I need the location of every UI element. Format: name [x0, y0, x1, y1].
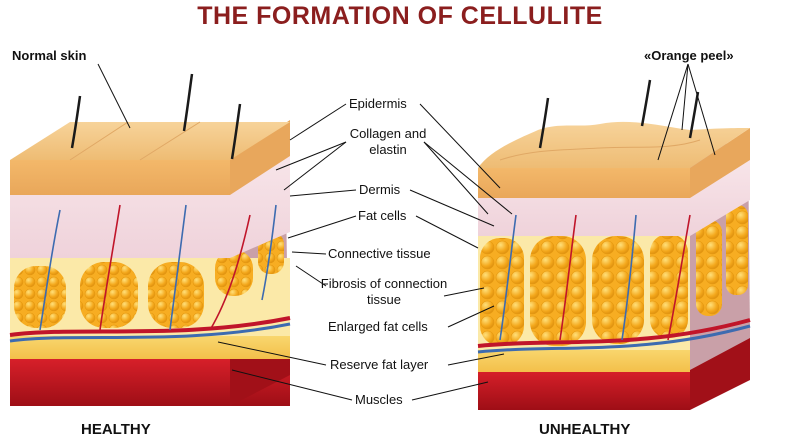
- reserve-fat-layer-label: Reserve fat layer: [330, 357, 429, 372]
- connective-tissue-label: Connective tissue: [328, 246, 431, 261]
- enlarged-fat-cells-label: Enlarged fat cells: [328, 319, 428, 334]
- unhealthy-caption: UNHEALTHY: [539, 421, 631, 438]
- healthy-caption: HEALTHY: [81, 421, 151, 438]
- collagen-label: Collagen and elastin: [349, 126, 427, 157]
- normal-skin-label: Normal skin: [12, 48, 87, 63]
- healthy-block: [9, 73, 291, 406]
- diagram-title: THE FORMATION OF CELLULITE: [197, 2, 603, 30]
- unhealthy-block: [477, 79, 751, 410]
- orange-peel-label: «Orange peel»: [644, 48, 734, 63]
- fat-cells-label: Fat cells: [358, 208, 407, 223]
- epidermis-label: Epidermis: [349, 96, 407, 111]
- dermis-label: Dermis: [359, 182, 401, 197]
- leader-lines: [97, 63, 716, 401]
- muscles-label: Muscles: [355, 392, 403, 407]
- fibrosis-label: Fibrosis of connection tissue: [320, 276, 448, 307]
